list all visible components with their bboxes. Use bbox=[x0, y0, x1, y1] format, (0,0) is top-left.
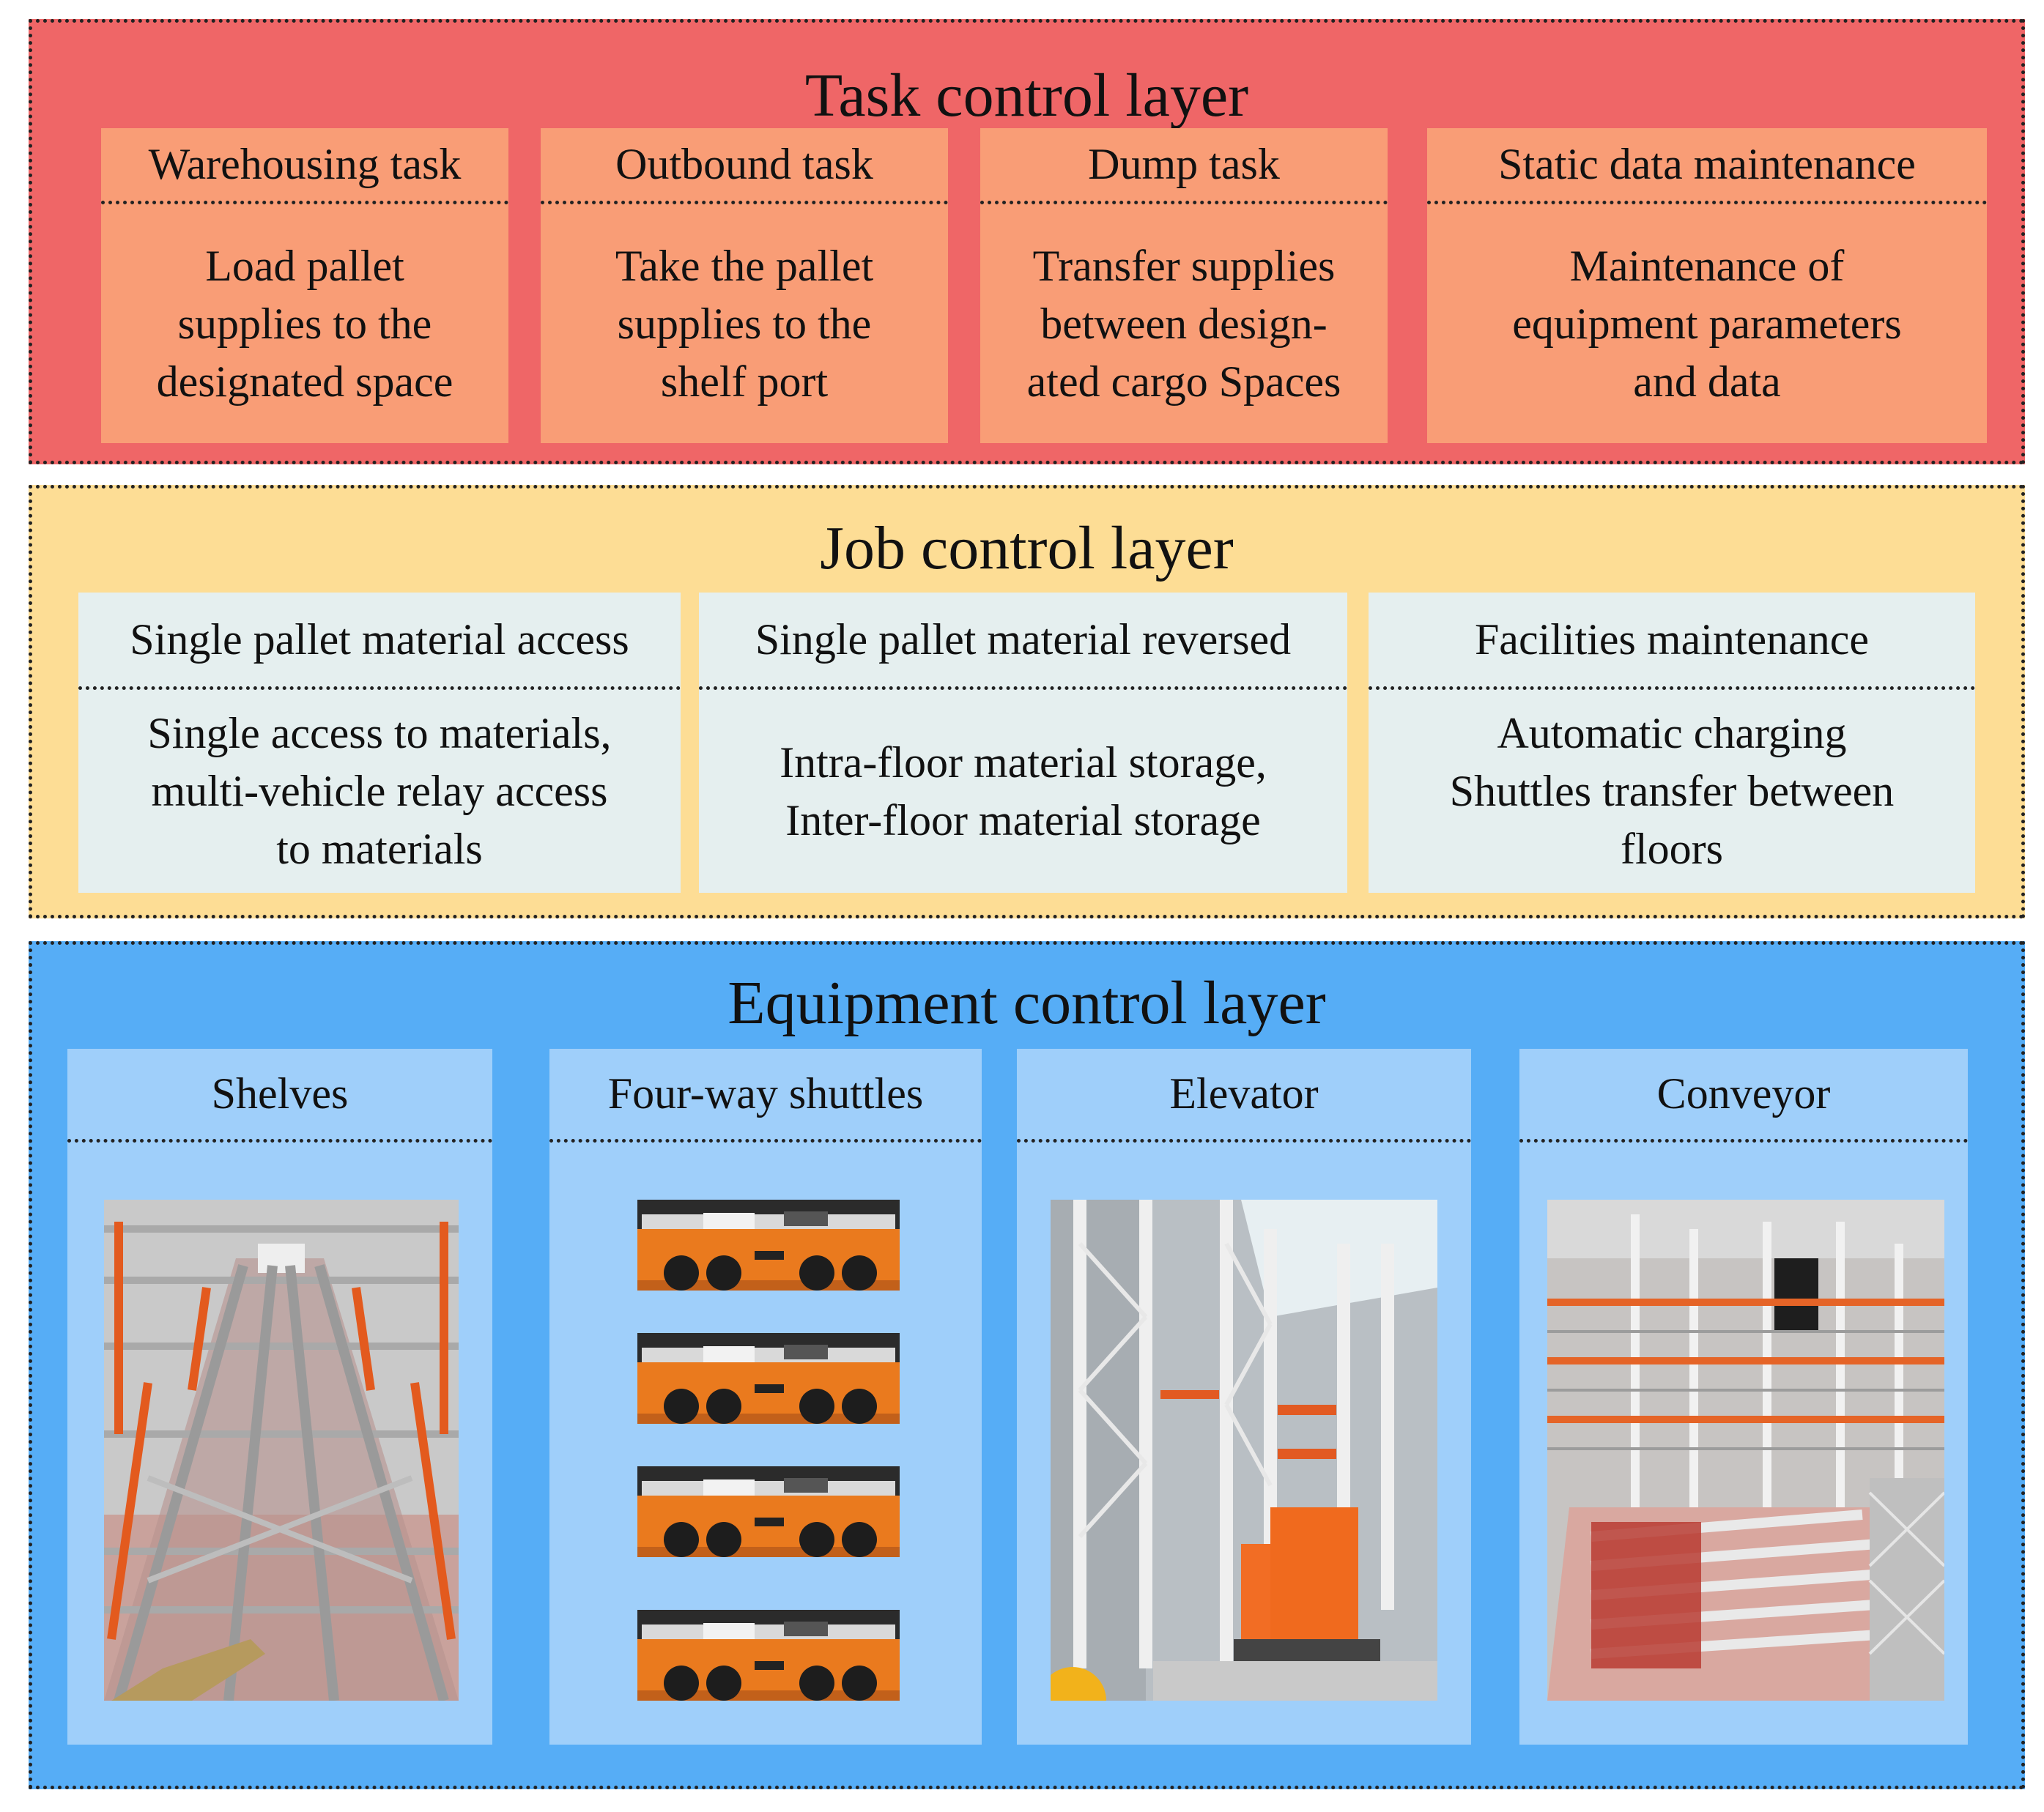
box-description: Automatic charging Shuttles transfer bet… bbox=[1369, 690, 1975, 893]
warehousing-task-box: Warehousing task Load pallet supplies to… bbox=[101, 128, 508, 443]
shelves-box: Shelves bbox=[67, 1049, 492, 1745]
box-description: Take the pallet supplies to the shelf po… bbox=[541, 204, 948, 443]
dump-task-box: Dump task Transfer supplies between desi… bbox=[980, 128, 1388, 443]
conveyor-photo bbox=[1547, 1200, 1944, 1701]
four-way-shuttles-box: Four-way shuttles bbox=[549, 1049, 982, 1745]
description-line: Single access to materials, bbox=[147, 709, 612, 757]
facilities-maintenance-box: Facilities maintenance Automatic chargin… bbox=[1369, 593, 1975, 893]
box-heading: Warehousing task bbox=[101, 128, 508, 204]
description-line: Shuttles transfer between bbox=[1449, 767, 1895, 815]
description-line: Maintenance of bbox=[1569, 241, 1845, 290]
equipment-control-layer: Equipment control layer Shelves bbox=[29, 941, 2025, 1789]
box-heading: Static data maintenance bbox=[1427, 128, 1987, 204]
description-line: designated space bbox=[156, 357, 453, 406]
box-heading: Conveyor bbox=[1519, 1049, 1968, 1143]
job-layer-title: Job control layer bbox=[820, 514, 1234, 582]
box-description: Intra-floor material storage, Inter-floo… bbox=[699, 690, 1347, 893]
description-line: Take the pallet bbox=[615, 241, 874, 290]
description-line: Intra-floor material storage, bbox=[780, 738, 1267, 787]
box-heading: Elevator bbox=[1017, 1049, 1471, 1143]
static-data-maintenance-box: Static data maintenance Maintenance of e… bbox=[1427, 128, 1987, 443]
box-heading: Four-way shuttles bbox=[549, 1049, 982, 1143]
outbound-task-box: Outbound task Take the pallet supplies t… bbox=[541, 128, 948, 443]
elevator-box: Elevator bbox=[1017, 1049, 1471, 1745]
box-description: Transfer supplies between design- ated c… bbox=[980, 204, 1388, 443]
box-description: Load pallet supplies to the designated s… bbox=[101, 204, 508, 443]
description-line: Automatic charging bbox=[1497, 709, 1847, 757]
description-line: Transfer supplies bbox=[1032, 241, 1336, 290]
task-layer-title: Task control layer bbox=[804, 62, 1249, 130]
description-line: supplies to the bbox=[617, 299, 872, 348]
conveyor-box: Conveyor bbox=[1519, 1049, 1968, 1745]
shelves-photo bbox=[104, 1200, 459, 1701]
description-line: between design- bbox=[1040, 299, 1328, 348]
description-line: and data bbox=[1633, 357, 1781, 406]
description-line: floors bbox=[1621, 825, 1723, 873]
description-line: multi-vehicle relay access bbox=[151, 767, 608, 815]
box-heading: Shelves bbox=[67, 1049, 492, 1143]
elevator-photo bbox=[1051, 1200, 1437, 1701]
box-heading: Outbound task bbox=[541, 128, 948, 204]
single-pallet-access-box: Single pallet material access Single acc… bbox=[78, 593, 681, 893]
box-description: Maintenance of equipment parameters and … bbox=[1427, 204, 1987, 443]
description-line: to materials bbox=[276, 825, 483, 873]
task-control-layer: Task control layer Warehousing task Load… bbox=[29, 19, 2025, 464]
box-heading: Single pallet material access bbox=[78, 593, 681, 690]
description-line: ated cargo Spaces bbox=[1026, 357, 1341, 406]
shuttle-photo bbox=[637, 1200, 900, 1701]
description-line: equipment parameters bbox=[1512, 299, 1902, 348]
box-heading: Facilities maintenance bbox=[1369, 593, 1975, 690]
description-line: supplies to the bbox=[177, 299, 432, 348]
single-pallet-reversed-box: Single pallet material reversed Intra-fl… bbox=[699, 593, 1347, 893]
box-description: Single access to materials, multi-vehicl… bbox=[78, 690, 681, 893]
description-line: Inter-floor material storage bbox=[785, 795, 1261, 844]
box-heading: Dump task bbox=[980, 128, 1388, 204]
equipment-layer-title: Equipment control layer bbox=[727, 969, 1326, 1037]
description-line: shelf port bbox=[660, 357, 829, 406]
job-control-layer: Job control layer Single pallet material… bbox=[29, 485, 2025, 918]
box-heading: Single pallet material reversed bbox=[699, 593, 1347, 690]
description-line: Load pallet bbox=[205, 241, 404, 290]
